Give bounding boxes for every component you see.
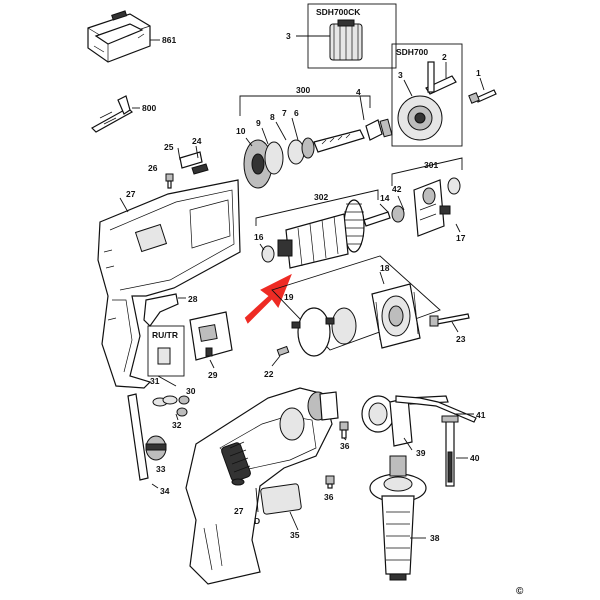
label-31: 31 <box>150 376 160 386</box>
screw-part-1 <box>468 89 497 104</box>
ru-tr-box <box>147 325 185 377</box>
label-d: D <box>254 516 260 526</box>
copyright-mark: © <box>516 586 524 597</box>
label-24: 24 <box>192 136 202 146</box>
label-19: 19 <box>284 292 294 302</box>
label-40: 40 <box>470 453 480 463</box>
label-26: 26 <box>148 163 158 173</box>
screw-part-36b <box>325 475 335 489</box>
label-17: 17 <box>456 233 466 243</box>
label-9: 9 <box>256 118 261 128</box>
label-27a: 27 <box>126 189 136 199</box>
label-8: 8 <box>270 112 275 122</box>
small-part-22 <box>276 345 290 357</box>
label-301: 301 <box>424 160 438 170</box>
bolt-part-40 <box>441 415 459 487</box>
label-4: 4 <box>356 87 361 97</box>
label-36a: 36 <box>340 441 350 451</box>
label-29: 29 <box>208 370 218 380</box>
label-33: 33 <box>156 464 166 474</box>
label-25: 25 <box>164 142 174 152</box>
assembled-drill-part <box>185 387 339 585</box>
side-handle-part <box>127 393 167 481</box>
label-861: 861 <box>162 35 176 45</box>
label-14: 14 <box>380 193 390 203</box>
label-302: 302 <box>314 192 328 202</box>
depth-rod-part <box>395 395 477 423</box>
ru-tr-part <box>157 347 171 365</box>
label-28: 28 <box>188 294 198 304</box>
switch-bracket-part <box>143 293 179 327</box>
label-1: 1 <box>476 68 481 78</box>
small-part-32 <box>176 395 190 417</box>
label-18: 18 <box>380 263 390 273</box>
screw-part-26 <box>165 173 174 189</box>
label-3b: 3 <box>398 70 403 80</box>
gearbox-plate-part <box>413 177 461 237</box>
label-16: 16 <box>254 232 264 242</box>
label-800: 800 <box>142 103 156 113</box>
housing-half-part <box>97 179 241 389</box>
spindle-gear-assembly <box>243 118 393 189</box>
label-23: 23 <box>456 334 466 344</box>
label-2: 2 <box>442 52 447 62</box>
label-22: 22 <box>264 369 274 379</box>
switch-lever-part <box>179 151 209 175</box>
stator-part <box>371 283 421 349</box>
label-38: 38 <box>430 533 440 543</box>
keyed-chuck-part <box>397 61 457 141</box>
label-ru-tr: RU/TR <box>152 330 178 340</box>
side-grip-part <box>369 455 427 581</box>
small-part-31 <box>152 395 178 407</box>
handle-clamp-part <box>361 395 449 447</box>
armature-part <box>261 199 405 269</box>
label-3a: 3 <box>286 31 291 41</box>
chuck-key-part <box>91 95 133 133</box>
keyless-chuck-part <box>329 19 363 61</box>
bolt-part-23 <box>429 313 470 327</box>
label-34: 34 <box>160 486 170 496</box>
label-7: 7 <box>282 108 287 118</box>
switch-part-29 <box>189 311 233 361</box>
label-35: 35 <box>290 530 300 540</box>
label-41: 41 <box>476 410 486 420</box>
label-30: 30 <box>186 386 196 396</box>
label-42: 42 <box>392 184 402 194</box>
carry-case-part <box>87 10 151 63</box>
brush-holder-part <box>291 307 357 357</box>
label-32: 32 <box>172 420 182 430</box>
label-27b: 27 <box>234 506 244 516</box>
sdh700-box <box>391 43 463 147</box>
box-label-sdh700ck: SDH700CK <box>316 7 361 17</box>
screw-part-36a <box>339 421 349 439</box>
label-6: 6 <box>294 108 299 118</box>
label-39: 39 <box>416 448 426 458</box>
label-36b: 36 <box>324 492 334 502</box>
label-300: 300 <box>296 85 310 95</box>
label-10: 10 <box>236 126 246 136</box>
box-label-sdh700: SDH700 <box>396 47 428 57</box>
